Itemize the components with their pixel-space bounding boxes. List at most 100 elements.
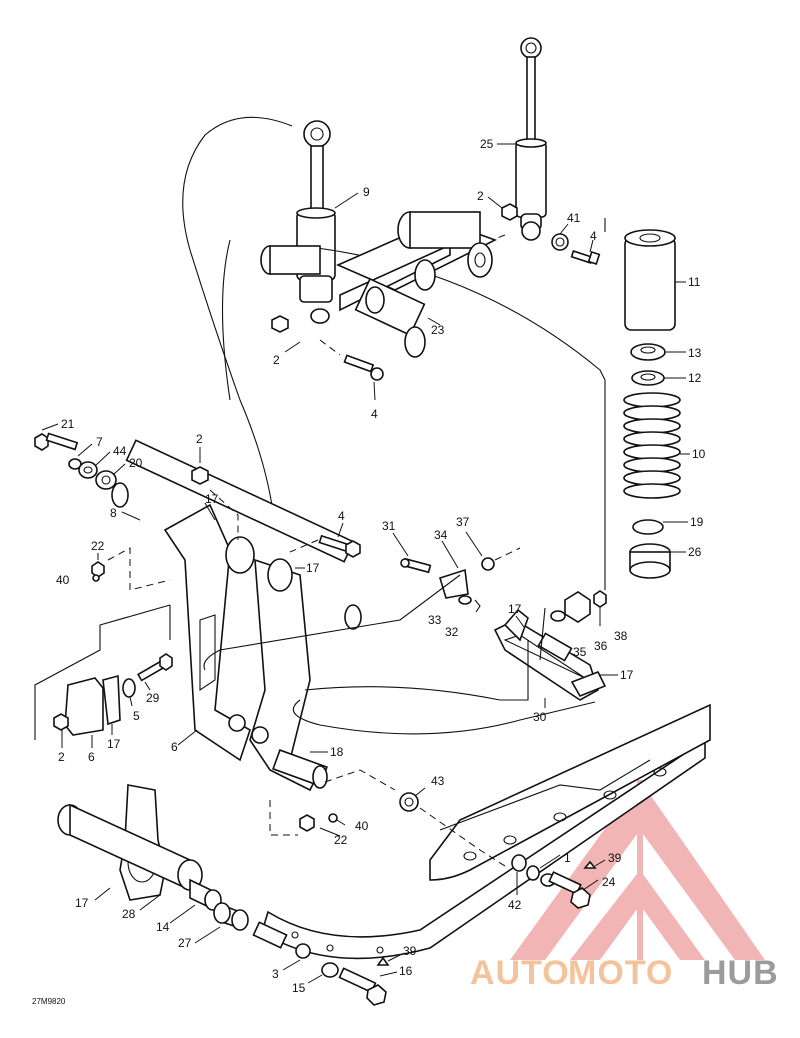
watermark-hub: HUB bbox=[702, 954, 779, 992]
nut-2-mid bbox=[271, 315, 289, 333]
callout-35: 35 bbox=[573, 645, 587, 659]
bushing-27 bbox=[213, 902, 249, 931]
bolt-29 bbox=[137, 653, 173, 682]
callout-7: 7 bbox=[96, 435, 103, 449]
spacer-1 bbox=[526, 865, 540, 881]
callout-42: 42 bbox=[508, 898, 522, 912]
spring-stopper-19 bbox=[632, 519, 664, 535]
bolt-16 bbox=[338, 967, 387, 1006]
washer-5 bbox=[122, 678, 136, 698]
callout-16: 16 bbox=[399, 964, 413, 978]
pin-31 bbox=[400, 557, 432, 574]
callout-6-arm: 6 bbox=[171, 740, 178, 754]
nut-22-lower bbox=[299, 814, 315, 832]
adjuster-ring-26 bbox=[629, 543, 671, 579]
callout-3: 3 bbox=[272, 967, 279, 981]
callout-39-bottom: 39 bbox=[403, 944, 417, 958]
coil-spring-10 bbox=[623, 392, 681, 499]
callout-40-left: 40 bbox=[56, 573, 70, 587]
callout-20: 20 bbox=[129, 456, 143, 470]
nut-38 bbox=[593, 590, 607, 608]
callout-37: 37 bbox=[456, 515, 470, 529]
spring-cover-11 bbox=[624, 229, 676, 331]
callout-44: 44 bbox=[113, 444, 127, 458]
bracket-17-right bbox=[570, 670, 607, 698]
callout-25: 25 bbox=[480, 137, 494, 151]
callout-41: 41 bbox=[567, 211, 581, 225]
front-shock-absorber bbox=[296, 120, 336, 324]
callout-30: 30 bbox=[533, 710, 547, 724]
callout-43: 43 bbox=[431, 774, 445, 788]
clip-32 bbox=[474, 599, 481, 613]
watermark-wordmark: AUTO MOTO HUB bbox=[470, 954, 779, 992]
watermark-auto: AUTO bbox=[470, 954, 570, 992]
callout-2-bottom-left: 2 bbox=[58, 750, 65, 764]
cross-shaft-assembly bbox=[260, 211, 498, 358]
knob-36 bbox=[564, 591, 591, 623]
callout-4-top: 4 bbox=[590, 229, 597, 243]
callout-17-rear-arm: 17 bbox=[75, 896, 89, 910]
callout-2-mid: 2 bbox=[273, 353, 280, 367]
callout-18: 18 bbox=[330, 745, 344, 759]
bolt-24 bbox=[540, 871, 591, 909]
callout-31: 31 bbox=[382, 519, 396, 533]
callout-17-lower: 17 bbox=[107, 737, 121, 751]
rail-end-3 bbox=[252, 921, 311, 959]
callout-29: 29 bbox=[146, 691, 160, 705]
nut-2-bottom-left bbox=[53, 713, 69, 731]
callout-33: 33 bbox=[428, 613, 442, 627]
callout-38: 38 bbox=[614, 629, 628, 643]
bracket-17-lower bbox=[102, 674, 121, 726]
bushing-41 bbox=[551, 233, 569, 251]
callout-1: 1 bbox=[564, 851, 571, 865]
callout-32: 32 bbox=[445, 625, 459, 639]
bolt-4-shaft bbox=[318, 534, 361, 558]
nut-2-top bbox=[501, 203, 518, 221]
callout-17-shaft: 17 bbox=[306, 561, 320, 575]
watermark-logo bbox=[510, 780, 765, 960]
callout-14: 14 bbox=[156, 920, 170, 934]
callout-17-arm: 17 bbox=[205, 492, 219, 506]
spring-seat-13 bbox=[630, 343, 666, 361]
callout-11: 11 bbox=[688, 275, 701, 289]
callout-5: 5 bbox=[133, 709, 140, 723]
lower-shaft-18 bbox=[272, 749, 328, 789]
nut-37 bbox=[481, 557, 495, 571]
callout-4-shaft: 4 bbox=[338, 509, 345, 523]
bolt-4-mid bbox=[343, 354, 384, 381]
washer-12 bbox=[631, 370, 665, 386]
callout-9: 9 bbox=[363, 185, 370, 199]
callout-22-lower: 22 bbox=[334, 833, 348, 847]
callout-24: 24 bbox=[602, 875, 616, 889]
callout-22-left: 22 bbox=[91, 539, 105, 553]
nut-22-left bbox=[91, 561, 105, 578]
callout-15: 15 bbox=[292, 981, 306, 995]
bushing-20 bbox=[95, 470, 117, 490]
callout-2-top: 2 bbox=[477, 189, 484, 203]
grease-39-bottom bbox=[376, 956, 390, 966]
bolt-21 bbox=[34, 432, 79, 451]
callout-39-rear: 39 bbox=[608, 851, 622, 865]
callout-6-plate: 6 bbox=[88, 750, 95, 764]
nut-2-center bbox=[191, 466, 209, 485]
callout-27: 27 bbox=[178, 936, 192, 950]
washer-33 bbox=[458, 595, 472, 605]
figure-code: 27M9820 bbox=[32, 997, 66, 1006]
bracket-17-stopper bbox=[503, 608, 529, 642]
grease-fitting-40-lower bbox=[328, 813, 338, 823]
stopper-plate-6 bbox=[64, 677, 104, 736]
callout-26: 26 bbox=[688, 545, 702, 559]
washer-42 bbox=[511, 854, 527, 872]
grease-fitting-40-left bbox=[92, 574, 100, 582]
washer-35 bbox=[550, 610, 566, 622]
callout-2-center: 2 bbox=[196, 432, 203, 446]
callout-23: 23 bbox=[431, 323, 445, 337]
bolt-4-top bbox=[570, 250, 601, 265]
washer-44 bbox=[78, 461, 98, 479]
callout-13: 13 bbox=[688, 346, 702, 360]
callout-12: 12 bbox=[688, 371, 702, 385]
callout-17-right: 17 bbox=[620, 668, 634, 682]
callout-28: 28 bbox=[122, 907, 136, 921]
callout-36: 36 bbox=[594, 639, 608, 653]
